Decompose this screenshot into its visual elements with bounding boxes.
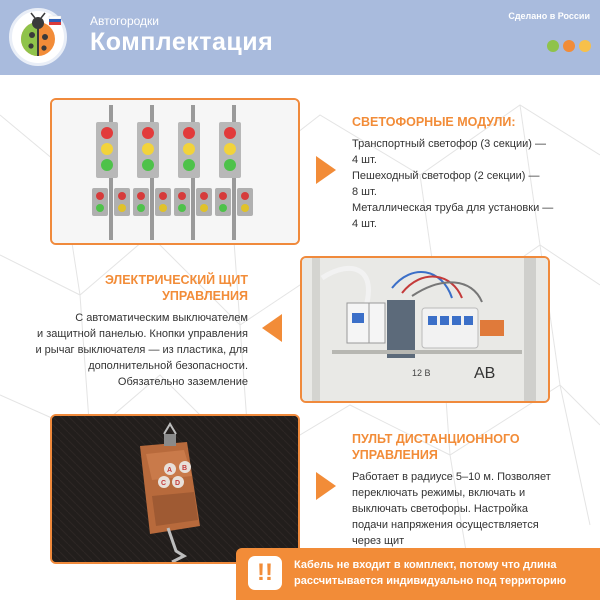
remote-control-photo: A B C D <box>50 414 300 564</box>
ladybug-logo-icon <box>9 8 67 66</box>
arrow-left-icon <box>262 314 282 342</box>
section-heading-line: УПРАВЛЕНИЯ <box>162 289 248 303</box>
body-line: Пешеходный светофор (2 секции) — <box>352 170 540 182</box>
page-title: Комплектация <box>90 28 274 56</box>
section-body: Работает в радиусе 5–10 м. Позволяет пер… <box>352 469 582 549</box>
remote-button-c: C <box>161 480 166 487</box>
arrow-right-icon <box>316 156 336 184</box>
section-heading-line: ПУЛЬТ ДИСТАНЦИОННОГО <box>352 432 520 446</box>
body-line: переключать режимы, включать и <box>352 487 526 499</box>
header-bar: Автогородки Комплектация Сделано в Росси… <box>0 0 600 75</box>
body-line: подачи напряжения осуществляется <box>352 519 539 531</box>
section-heading: СВЕТОФОРНЫЕ МОДУЛИ: <box>352 115 516 129</box>
body-line: 4 шт. <box>352 154 377 166</box>
body-line: Металлическая труба для установки — <box>352 202 554 214</box>
color-dots <box>547 40 591 52</box>
remote-button-b: B <box>182 465 187 472</box>
body-line: Транспортный светофор (3 секции) — <box>352 138 547 150</box>
remote-button-d: D <box>175 480 180 487</box>
warning-icon-text: !! <box>257 559 273 586</box>
section-body: Транспортный светофор (3 секции) — 4 шт.… <box>352 136 577 232</box>
traffic-lights-photo <box>50 98 300 245</box>
body-line: 8 шт. <box>352 186 377 198</box>
electrical-cabinet-photo: 12 В АВ <box>300 256 550 403</box>
body-line: через щит <box>352 535 405 547</box>
body-line: Обязательно заземление <box>117 376 248 388</box>
body-line: 4 шт. <box>352 218 377 230</box>
section-remote-control: ПУЛЬТ ДИСТАНЦИОННОГО УПРАВЛЕНИЯ Работает… <box>352 431 582 549</box>
section-heading-line: УПРАВЛЕНИЯ <box>352 448 438 462</box>
section-body: С автоматическим выключателем и защитной… <box>10 310 248 390</box>
cable-note-banner: !! Кабель не входит в комплект, потому ч… <box>236 548 600 600</box>
header-subtitle: Автогородки <box>90 14 159 28</box>
label-ab: АВ <box>474 365 495 382</box>
dot-green <box>547 40 559 52</box>
body-line: Работает в радиусе 5–10 м. Позволяет <box>352 471 551 483</box>
dot-yellow <box>579 40 591 52</box>
body-line: дополнительной безопасности. <box>88 360 248 372</box>
label-12v: 12 В <box>412 368 431 378</box>
body-line: и рычаг выключателя — из пластика, для <box>35 344 248 356</box>
made-in-russia-label: Сделано в России <box>508 11 590 21</box>
note-line: Кабель не входит в комплект, потому что … <box>294 559 557 571</box>
body-line: С автоматическим выключателем <box>75 312 248 324</box>
section-traffic-modules: СВЕТОФОРНЫЕ МОДУЛИ: Транспортный светофо… <box>352 114 577 232</box>
body-line: и защитной панелью. Кнопки управления <box>37 328 248 340</box>
remote-button-a: A <box>167 467 172 474</box>
body-line: выключать светофоры. Настройка <box>352 503 529 515</box>
section-heading-line: ЭЛЕКТРИЧЕСКИЙ ЩИТ <box>105 273 248 287</box>
note-line: рассчитывается индивидуально под террито… <box>294 575 567 587</box>
dot-orange <box>563 40 575 52</box>
section-electrical-panel: ЭЛЕКТРИЧЕСКИЙ ЩИТ УПРАВЛЕНИЯ С автоматич… <box>10 272 248 390</box>
arrow-right-icon <box>316 472 336 500</box>
note-text: Кабель не входит в комплект, потому что … <box>294 557 594 589</box>
warning-icon: !! <box>248 556 282 590</box>
